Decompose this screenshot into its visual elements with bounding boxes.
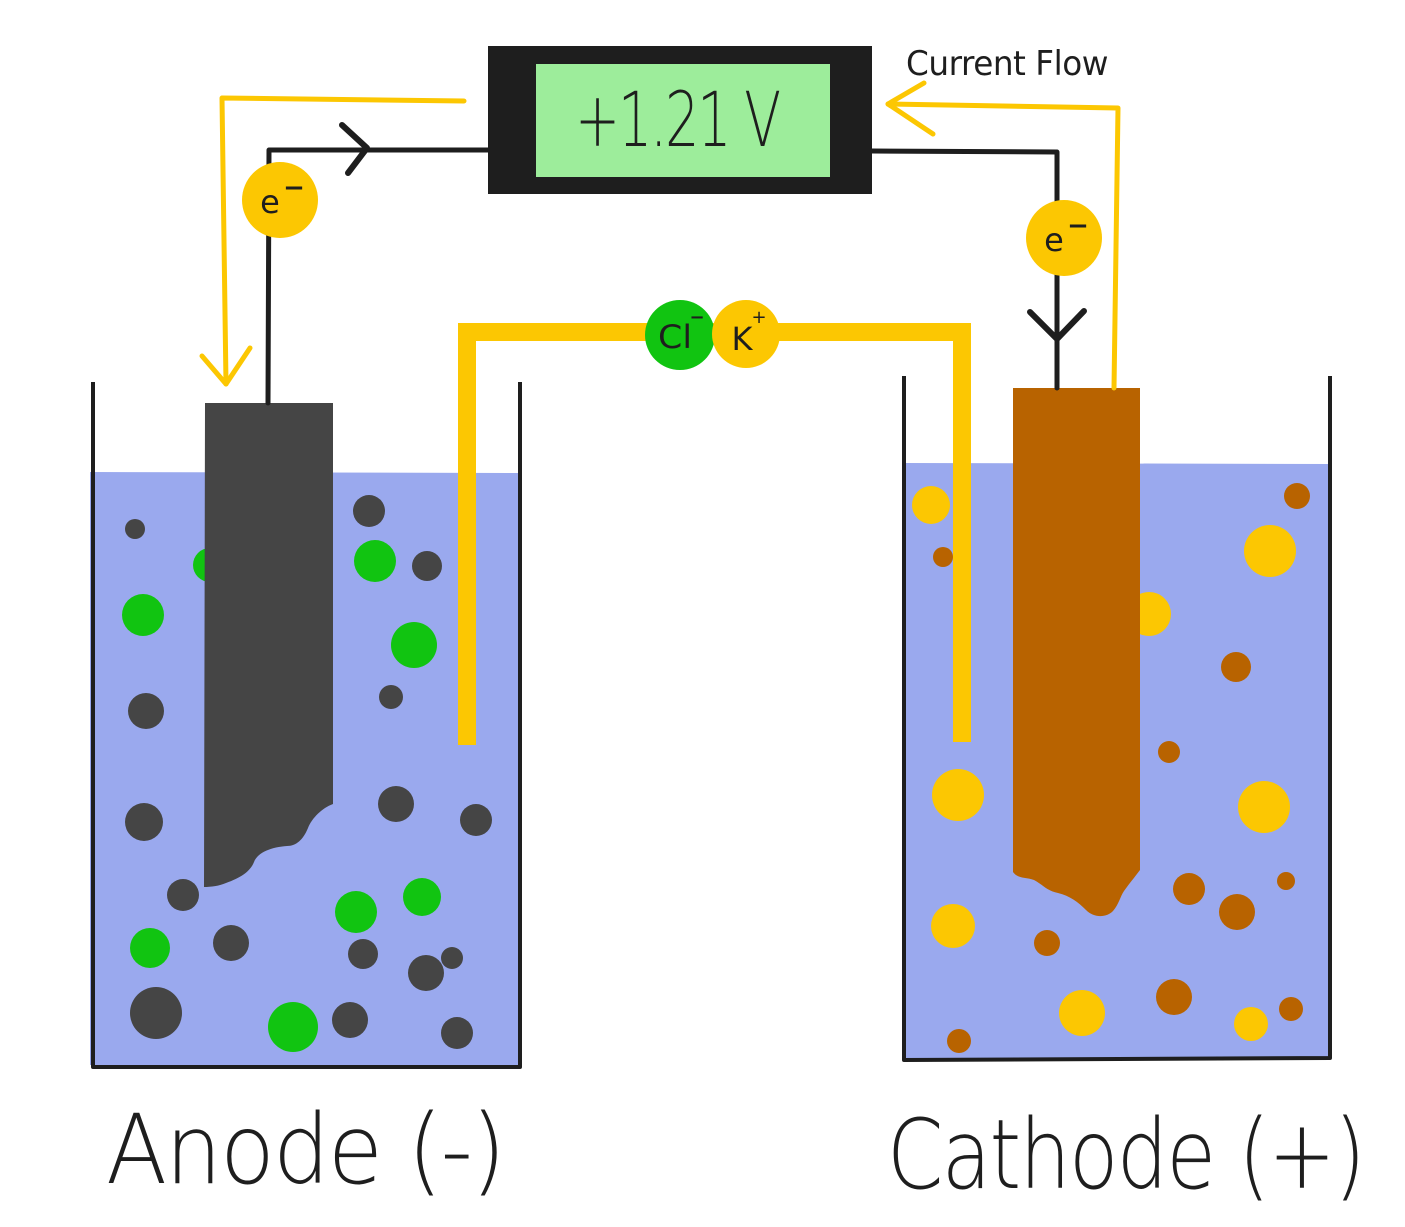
zinc-particle — [408, 955, 444, 991]
chloride-particle — [268, 1002, 318, 1052]
anode-wire — [265, 147, 493, 406]
current-flow-arrow-icon — [885, 80, 936, 137]
electron-badge-circle — [1026, 200, 1102, 276]
potassium-ion-symbol: K — [732, 320, 754, 358]
potassium-ion-charge: + — [751, 307, 766, 328]
chloride-particle — [391, 622, 437, 668]
electron-symbol: e — [260, 183, 280, 221]
electron-charge: − — [1067, 211, 1089, 241]
anode-electrode — [204, 403, 333, 887]
salt-bridge — [458, 323, 971, 745]
electron-badge-right: e − — [1026, 200, 1102, 276]
potassium-particle — [932, 769, 984, 821]
potassium-particle — [912, 486, 950, 524]
electron-symbol: e — [1044, 221, 1064, 259]
potassium-particle — [931, 904, 975, 948]
zinc-particle — [167, 879, 199, 911]
copper-particle — [1277, 872, 1295, 890]
copper-particle — [1279, 997, 1303, 1021]
chloride-particle — [122, 594, 164, 636]
cathode-wire — [869, 148, 1060, 391]
electron-flow-arrow-icon — [339, 122, 370, 176]
voltmeter-screen — [536, 64, 830, 177]
chloride-ion-circle — [645, 300, 715, 370]
current-flow-label: Current Flow — [906, 44, 1108, 84]
zinc-particle — [348, 939, 378, 969]
zinc-particle — [412, 551, 442, 581]
current-flow-arrow-icon — [199, 345, 253, 387]
electron-charge: − — [283, 173, 305, 203]
zinc-particle — [213, 925, 249, 961]
electron-badge-left: e − — [242, 162, 318, 238]
copper-particle — [947, 1029, 971, 1053]
zinc-particle — [130, 987, 182, 1039]
anode-particles — [122, 495, 492, 1052]
zinc-particle — [378, 786, 414, 822]
chloride-particle — [354, 540, 396, 582]
cathode-particles — [912, 483, 1310, 1053]
anode-label: Anode (-) — [106, 1094, 504, 1206]
chloride-particle — [335, 891, 377, 933]
copper-particle — [1219, 894, 1255, 930]
zinc-particle — [441, 947, 463, 969]
zinc-particle — [441, 1017, 473, 1049]
cathode-label: Cathode (+) — [887, 1099, 1364, 1211]
current-flow-line-right — [885, 101, 1121, 391]
zinc-particle — [128, 693, 164, 729]
current-flow-path — [199, 80, 1121, 391]
potassium-ion-badge: K + — [712, 300, 780, 368]
cathode-beaker-outline — [902, 376, 1332, 1062]
zinc-particle — [460, 804, 492, 836]
copper-particle — [1173, 873, 1205, 905]
copper-particle — [933, 547, 953, 567]
potassium-particle — [1244, 525, 1296, 577]
cathode-electrode — [1013, 388, 1140, 917]
chloride-ion-charge: − — [689, 307, 704, 328]
anode-beaker-outline — [91, 382, 522, 1069]
zinc-particle — [125, 803, 163, 841]
zinc-particle — [332, 1002, 368, 1038]
copper-particle — [1156, 979, 1192, 1015]
copper-particle — [1034, 930, 1060, 956]
copper-particle — [1221, 652, 1251, 682]
chloride-particle — [130, 928, 170, 968]
potassium-particle — [1059, 990, 1105, 1036]
potassium-particle — [1234, 1007, 1268, 1041]
voltmeter: +1.21 V — [488, 46, 872, 194]
electron-flow-arrow-icon — [1027, 308, 1087, 342]
zinc-particle — [379, 685, 403, 709]
potassium-particle — [1238, 781, 1290, 833]
copper-particle — [1284, 483, 1310, 509]
external-wire — [265, 147, 1060, 406]
chloride-particle — [403, 878, 441, 916]
zinc-particle — [125, 519, 145, 539]
chloride-ion-badge: Cl − — [645, 300, 715, 370]
voltmeter-reading: +1.21 V — [575, 75, 780, 164]
zinc-particle — [353, 495, 385, 527]
chloride-ion-symbol: Cl — [658, 318, 692, 356]
electron-badge-circle — [242, 162, 318, 238]
current-flow-line-left — [219, 95, 467, 387]
potassium-ion-circle — [712, 300, 780, 368]
copper-particle — [1158, 741, 1180, 763]
